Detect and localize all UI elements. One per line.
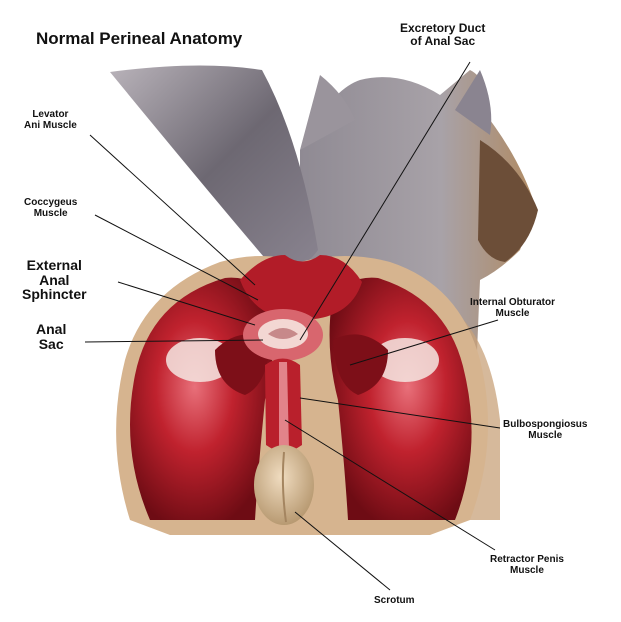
label-internal-obturator: Internal Obturator Muscle (470, 298, 555, 319)
label-bulbospongiosus: Bulbospongiosus Muscle (503, 420, 587, 441)
label-scrotum: Scrotum (374, 596, 415, 607)
label-retractor-penis: Retractor Penis Muscle (490, 555, 564, 576)
label-levator-ani: Levator Ani Muscle (24, 110, 77, 131)
label-coccygeus: Coccygeus Muscle (24, 198, 77, 219)
label-external-anal-sphincter: External Anal Sphincter (22, 258, 87, 302)
dog-tail (110, 65, 318, 270)
label-anal-sac: Anal Sac (36, 322, 66, 351)
page-title: Normal Perineal Anatomy (36, 30, 242, 48)
label-excretory-duct: Excretory Duct of Anal Sac (400, 22, 485, 47)
